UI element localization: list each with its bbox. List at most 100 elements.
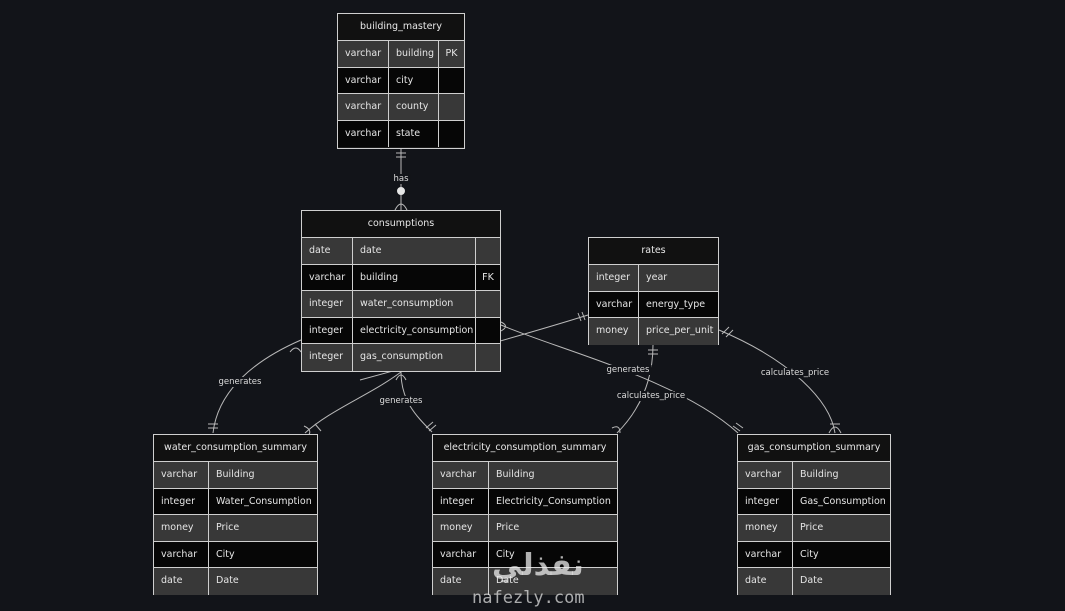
attribute-name: City xyxy=(208,541,317,567)
attribute-key xyxy=(475,344,500,371)
attribute-name: Gas_Consumption xyxy=(792,488,890,514)
attribute-type: integer xyxy=(596,272,631,283)
attribute-type: varchar xyxy=(596,298,633,310)
entity-building-mastery[interactable]: building_mastery varchar building PK var… xyxy=(337,13,465,149)
attribute-row: integer Water_Consumption xyxy=(154,488,317,515)
attribute-type: integer xyxy=(309,324,344,336)
attribute-type: integer xyxy=(440,495,475,507)
relationship-label-calculates-price-electricity: calculates_price xyxy=(614,391,688,401)
attribute-type: varchar xyxy=(161,548,198,560)
attribute-name: Date xyxy=(208,568,317,595)
attribute-row: integer Gas_Consumption xyxy=(738,488,890,515)
attribute-name: Date xyxy=(488,568,617,595)
attribute-key xyxy=(475,291,500,317)
attribute-row: money Price xyxy=(433,515,617,542)
attribute-row: integer water_consumption xyxy=(302,291,500,318)
attribute-name: Electricity_Consumption xyxy=(488,488,617,514)
entity-title: building_mastery xyxy=(338,14,464,41)
entity-water-consumption-summary[interactable]: water_consumption_summary varchar Buildi… xyxy=(153,434,318,595)
attribute-type: money xyxy=(745,522,778,533)
entity-title: consumptions xyxy=(302,211,500,238)
attribute-name: price_per_unit xyxy=(638,318,718,345)
attribute-row: integer electricity_consumption xyxy=(302,317,500,344)
attribute-type: varchar xyxy=(440,469,477,480)
attribute-name: City xyxy=(488,541,617,567)
attribute-row: date Date xyxy=(154,568,317,595)
attribute-type: varchar xyxy=(345,101,382,112)
attribute-key xyxy=(438,67,464,93)
attribute-row: integer gas_consumption xyxy=(302,344,500,371)
entity-gas-consumption-summary[interactable]: gas_consumption_summary varchar Building… xyxy=(737,434,891,595)
attribute-name: Price xyxy=(488,515,617,541)
attribute-row: varchar Building xyxy=(738,462,890,489)
attribute-type: date xyxy=(745,575,767,586)
attribute-row: date Date xyxy=(738,568,890,595)
attribute-row: money Price xyxy=(738,515,890,542)
attribute-type: varchar xyxy=(440,548,477,560)
attribute-name: City xyxy=(792,541,890,567)
attribute-name: Building xyxy=(792,462,890,488)
attribute-name: gas_consumption xyxy=(352,344,475,371)
attribute-name: county xyxy=(388,94,438,120)
attribute-type: varchar xyxy=(345,48,382,59)
entity-electricity-consumption-summary[interactable]: electricity_consumption_summary varchar … xyxy=(432,434,618,595)
attribute-name: Water_Consumption xyxy=(208,488,317,514)
entity-rates[interactable]: rates integer year varchar energy_type m… xyxy=(588,237,719,345)
attribute-name: water_consumption xyxy=(352,291,475,317)
attribute-row: varchar building PK xyxy=(338,41,464,68)
attribute-name: Building xyxy=(488,462,617,488)
attribute-row: varchar City xyxy=(738,541,890,568)
relationship-label-generates-gas: generates xyxy=(604,365,652,375)
attribute-row: integer Electricity_Consumption xyxy=(433,488,617,515)
attribute-name: year xyxy=(638,265,718,291)
attribute-name: date xyxy=(352,238,475,264)
attribute-key xyxy=(475,317,500,343)
attribute-key: FK xyxy=(475,264,500,290)
attribute-row: varchar building FK xyxy=(302,264,500,291)
attribute-key xyxy=(438,94,464,120)
attribute-type: integer xyxy=(309,351,344,362)
attribute-type: money xyxy=(161,522,194,533)
attribute-row: date Date xyxy=(433,568,617,595)
attribute-name: state xyxy=(388,120,438,147)
attribute-type: varchar xyxy=(161,469,198,480)
attribute-key xyxy=(438,120,464,147)
attribute-type: varchar xyxy=(745,548,782,560)
attribute-row: varchar City xyxy=(433,541,617,568)
attribute-key: PK xyxy=(438,41,464,67)
relationship-label-calculates-price-gas: calculates_price xyxy=(758,368,832,378)
attribute-name: building xyxy=(388,41,438,67)
attribute-row: money price_per_unit xyxy=(589,318,718,345)
attribute-row: date date xyxy=(302,238,500,265)
attribute-type: money xyxy=(440,522,473,533)
attribute-name: building xyxy=(352,264,475,290)
attribute-type: integer xyxy=(309,298,344,309)
relationship-label-generates-water: generates xyxy=(216,377,264,387)
entity-title: rates xyxy=(589,238,718,265)
attribute-row: varchar city xyxy=(338,67,464,94)
attribute-type: date xyxy=(161,575,183,586)
attribute-row: integer year xyxy=(589,265,718,292)
attribute-type: date xyxy=(309,245,331,256)
entity-title: water_consumption_summary xyxy=(154,435,317,462)
attribute-row: varchar county xyxy=(338,94,464,121)
attribute-name: Building xyxy=(208,462,317,488)
entity-consumptions[interactable]: consumptions date date varchar building … xyxy=(301,210,501,372)
attribute-type: varchar xyxy=(345,74,382,86)
attribute-type: money xyxy=(596,325,629,336)
attribute-name: electricity_consumption xyxy=(352,317,475,343)
relationship-label-has: has xyxy=(391,174,411,184)
attribute-name: Date xyxy=(792,568,890,595)
attribute-row: varchar state xyxy=(338,120,464,147)
attribute-type: integer xyxy=(161,495,196,507)
attribute-row: varchar Building xyxy=(433,462,617,489)
attribute-name: Price xyxy=(208,515,317,541)
attribute-row: varchar energy_type xyxy=(589,291,718,318)
entity-title: electricity_consumption_summary xyxy=(433,435,617,462)
attribute-name: city xyxy=(388,67,438,93)
relationship-label-generates-electricity: generates xyxy=(377,396,425,406)
attribute-row: money Price xyxy=(154,515,317,542)
attribute-key xyxy=(475,238,500,264)
attribute-type: date xyxy=(440,575,462,586)
attribute-type: varchar xyxy=(309,271,346,283)
